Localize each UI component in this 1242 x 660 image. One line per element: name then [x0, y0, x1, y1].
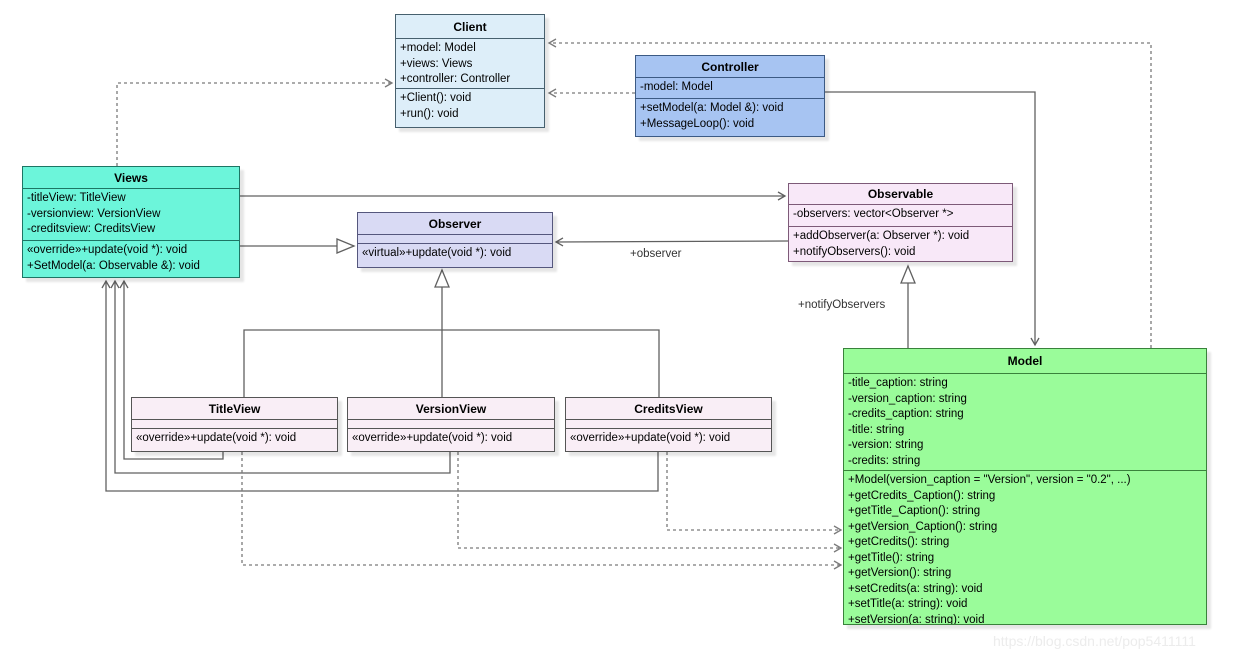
attribute-line: +views: Views [400, 57, 473, 70]
watermark-text: https://blog.csdn.net/pop5411111 [993, 633, 1196, 649]
class-creditsview-methods: «override»+update(void *): void [566, 428, 771, 451]
edge-creditsview-views-association [101, 279, 659, 492]
class-client-attributes: +model: Model +views: Views +controller:… [396, 38, 544, 88]
class-client: Client +model: Model +views: Views +cont… [395, 14, 545, 128]
class-observer: Observer «virtual»+update(void *): void [357, 212, 553, 268]
method-line: «override»+update(void *): void [136, 432, 297, 444]
class-creditsview: CreditsView «override»+update(void *): v… [565, 397, 772, 452]
attribute-line: -versionview: VersionView [27, 207, 161, 220]
method-line: +getTitle_Caption(): string [848, 505, 981, 517]
attribute-line: -model: Model [640, 81, 713, 93]
attribute-line: -version: string [848, 439, 924, 451]
method-line: +Client(): void [400, 92, 472, 104]
class-views: Views -titleView: TitleView -versionview… [22, 166, 240, 278]
method-line: +setModel(a: Model &): void [640, 102, 784, 114]
attribute-line: -version_caption: string [848, 392, 967, 405]
class-views-title: Views [114, 170, 148, 185]
attribute-line: +controller: Controller [400, 73, 511, 85]
class-versionview-methods: «override»+update(void *): void [348, 428, 554, 451]
class-titleview-methods: «override»+update(void *): void [132, 428, 337, 451]
edge-observable-observer-association [554, 237, 789, 247]
edge-controller-model-association [825, 91, 1040, 347]
class-controller-attributes: -model: Model [636, 77, 824, 98]
class-creditsview-title: CreditsView [634, 401, 703, 416]
method-line: «override»+update(void *): void [570, 432, 731, 444]
class-creditsview-attributes [566, 419, 771, 428]
class-versionview: VersionView «override»+update(void *): v… [347, 397, 555, 452]
method-line: +getVersion_Caption(): string [848, 520, 998, 533]
method-line: +addObserver(a: Observer *): void [793, 230, 970, 242]
class-observer-methods: «virtual»+update(void *): void [358, 243, 552, 267]
method-line: +MessageLoop(): void [640, 117, 755, 130]
method-line: +run(): void [400, 107, 459, 120]
attribute-line: -titleView: TitleView [27, 192, 126, 204]
attribute-line: -creditsview: CreditsView [27, 223, 156, 235]
class-client-title: Client [453, 19, 487, 34]
method-line: +setTitle(a: string): void [848, 598, 968, 610]
edge-titleview-views-association [119, 279, 224, 460]
edge-label-observer: +observer [630, 248, 682, 260]
class-model-title: Model [1007, 354, 1043, 368]
edge-observer-children-generalization-bar [243, 329, 660, 397]
class-observable-attributes: -observers: vector<Observer *> [789, 204, 1012, 226]
class-model-attributes: -title_caption: string -version_caption:… [844, 373, 1206, 470]
attribute-line: +model: Model [400, 42, 476, 54]
method-line: +setVersion(a: string): void [848, 613, 985, 625]
class-model-methods: +Model(version_caption = "Version", vers… [844, 470, 1206, 624]
edge-creditsview-model-dependency [666, 452, 843, 535]
class-observable-title: Observable [867, 187, 934, 201]
method-line: +getCredits(): string [848, 536, 950, 548]
method-line: +getCredits_Caption(): string [848, 489, 996, 502]
class-controller: Controller -model: Model +setModel(a: Mo… [635, 55, 825, 137]
class-versionview-attributes [348, 419, 554, 428]
class-observable-methods: +addObserver(a: Observer *): void +notif… [789, 226, 1012, 261]
class-versionview-title: VersionView [415, 401, 487, 416]
method-line: «override»+update(void *): void [352, 432, 513, 444]
edge-titleview-model-dependency [241, 452, 843, 570]
edge-label-notify-observers: +notifyObservers [798, 299, 886, 311]
method-line: +setCredits(a: string): void [848, 582, 983, 595]
class-controller-methods: +setModel(a: Model &): void +MessageLoop… [636, 98, 824, 136]
attribute-line: -title: string [848, 423, 905, 436]
class-client-methods: +Client(): void +run(): void [396, 88, 544, 127]
class-model: Model -title_caption: string -version_ca… [843, 348, 1207, 625]
attribute-line: -credits: string [848, 454, 921, 467]
class-views-attributes: -titleView: TitleView -versionview: Vers… [23, 188, 239, 240]
attribute-line: -credits_caption: string [848, 408, 964, 420]
class-titleview: TitleView «override»+update(void *): voi… [131, 397, 338, 452]
edge-versionview-model-dependency [457, 452, 843, 553]
class-titleview-title: TitleView [208, 401, 261, 416]
class-observer-attributes [358, 234, 552, 243]
class-observer-title: Observer [428, 216, 482, 231]
method-line: +Model(version_caption = "Version", vers… [848, 474, 1131, 486]
class-observable: Observable -observers: vector<Observer *… [788, 183, 1013, 262]
method-line: +getVersion(): string [848, 567, 952, 579]
method-line: «override»+update(void *): void [27, 244, 188, 256]
edge-versionview-views-association [110, 279, 451, 474]
class-views-methods: «override»+update(void *): void +SetMode… [23, 240, 239, 277]
edge-views-client-dependency [116, 78, 394, 166]
class-controller-title: Controller [701, 59, 759, 74]
method-line: +getTitle(): string [848, 551, 935, 564]
class-titleview-attributes [132, 419, 337, 428]
attribute-line: -observers: vector<Observer *> [793, 208, 954, 220]
method-line: +notifyObservers(): void [793, 245, 916, 258]
attribute-line: -title_caption: string [848, 377, 948, 389]
method-line: «virtual»+update(void *): void [362, 247, 512, 259]
method-line: +SetModel(a: Observable &): void [27, 259, 200, 272]
